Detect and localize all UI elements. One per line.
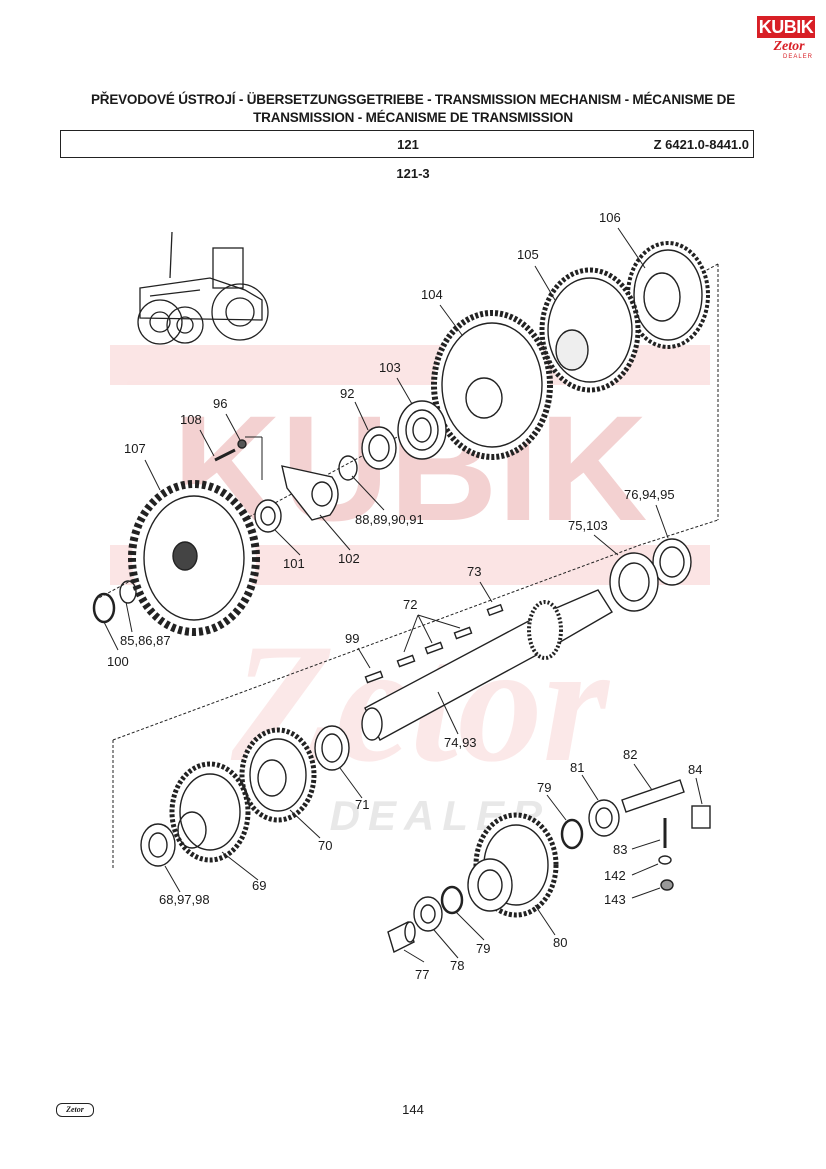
sleeve-77: [387, 921, 416, 953]
parts: [92, 241, 711, 953]
label-77: 77: [415, 967, 429, 982]
label-142: 142: [604, 868, 626, 883]
label-80: 80: [553, 935, 567, 950]
label-105: 105: [517, 247, 539, 262]
page-number: 144: [402, 1102, 424, 1117]
label-73: 73: [467, 564, 481, 579]
label-104: 104: [421, 287, 443, 302]
label-92: 92: [340, 386, 354, 401]
washer-92: [361, 426, 397, 470]
keys-72: [364, 603, 504, 684]
logo-sub: Zetor: [773, 39, 805, 54]
group-number: 121: [397, 137, 419, 152]
ring-88: [338, 455, 358, 481]
label-96: 96: [213, 396, 227, 411]
header-box: 121 Z 6421.0-8441.0: [60, 130, 754, 158]
leader-lines: [103, 227, 703, 963]
bearing-75: [609, 552, 659, 612]
label-78: 78: [450, 958, 464, 973]
bolt-108: [214, 439, 247, 462]
ring-79a: [560, 818, 584, 850]
figure-id: 121-3: [396, 166, 430, 181]
label-81: 81: [570, 760, 584, 775]
label-101: 101: [283, 556, 305, 571]
model-range: Z 6421.0-8441.0: [653, 137, 749, 152]
shaft-74: [361, 589, 613, 741]
label-72: 72: [403, 597, 417, 612]
label-70: 70: [318, 838, 332, 853]
tractor-illustration: [137, 231, 269, 345]
label-69: 69: [252, 878, 266, 893]
circlip-100: [92, 592, 116, 624]
label-71: 71: [355, 797, 369, 812]
bolt-83: [658, 818, 674, 891]
label-76-94-95: 76,94,95: [624, 487, 675, 502]
label-100: 100: [107, 654, 129, 669]
label-107: 107: [124, 441, 146, 456]
label-99: 99: [345, 631, 359, 646]
bearing-81: [588, 799, 620, 837]
label-83: 83: [613, 842, 627, 857]
page-title: PŘEVODOVÉ ÚSTROJÍ - ÜBERSETZUNGSGETRIEBE…: [90, 92, 736, 125]
label-82: 82: [623, 747, 637, 762]
kubik-zetor-logo: KUBIK Zetor DEALER: [757, 16, 815, 60]
label-102: 102: [338, 551, 360, 566]
logo-dealer: DEALER: [782, 54, 813, 60]
washer-71: [314, 725, 350, 771]
label-74-93: 74,93: [444, 735, 477, 750]
gear-105: [539, 267, 641, 393]
bushing-101: [254, 499, 282, 533]
label-68-97-98: 68,97,98: [159, 892, 210, 907]
pin-82: [621, 779, 685, 813]
gear-70: [239, 727, 317, 823]
gear-69: [169, 761, 251, 863]
washer-68: [140, 823, 176, 867]
label-79-top: 79: [537, 780, 551, 795]
gear-107: [128, 480, 260, 636]
gear-80: [467, 812, 559, 918]
label-79-bottom: 79: [476, 941, 490, 956]
label-85-86-87: 85,86,87: [120, 633, 171, 648]
label-75-103: 75,103: [568, 518, 608, 533]
gear-106: [626, 241, 710, 349]
logo-brand: KUBIK: [757, 16, 815, 38]
label-84: 84: [688, 762, 702, 777]
part-labels: 106 105 104 103 92 96 108 107 88,89,90,9…: [107, 210, 702, 982]
plate-102: [281, 465, 339, 521]
washer-76: [652, 538, 692, 586]
label-143: 143: [604, 892, 626, 907]
gear-104: [431, 310, 553, 460]
label-103: 103: [379, 360, 401, 375]
label-108: 108: [180, 412, 202, 427]
plug-84: [691, 805, 711, 829]
footer-logo: Zetor: [56, 1103, 94, 1117]
bearing-103: [397, 400, 447, 460]
bearing-78: [413, 896, 443, 932]
label-88-89-90-91: 88,89,90,91: [355, 512, 424, 527]
ring-79b: [440, 885, 464, 915]
label-106: 106: [599, 210, 621, 225]
ring-85: [119, 580, 137, 604]
